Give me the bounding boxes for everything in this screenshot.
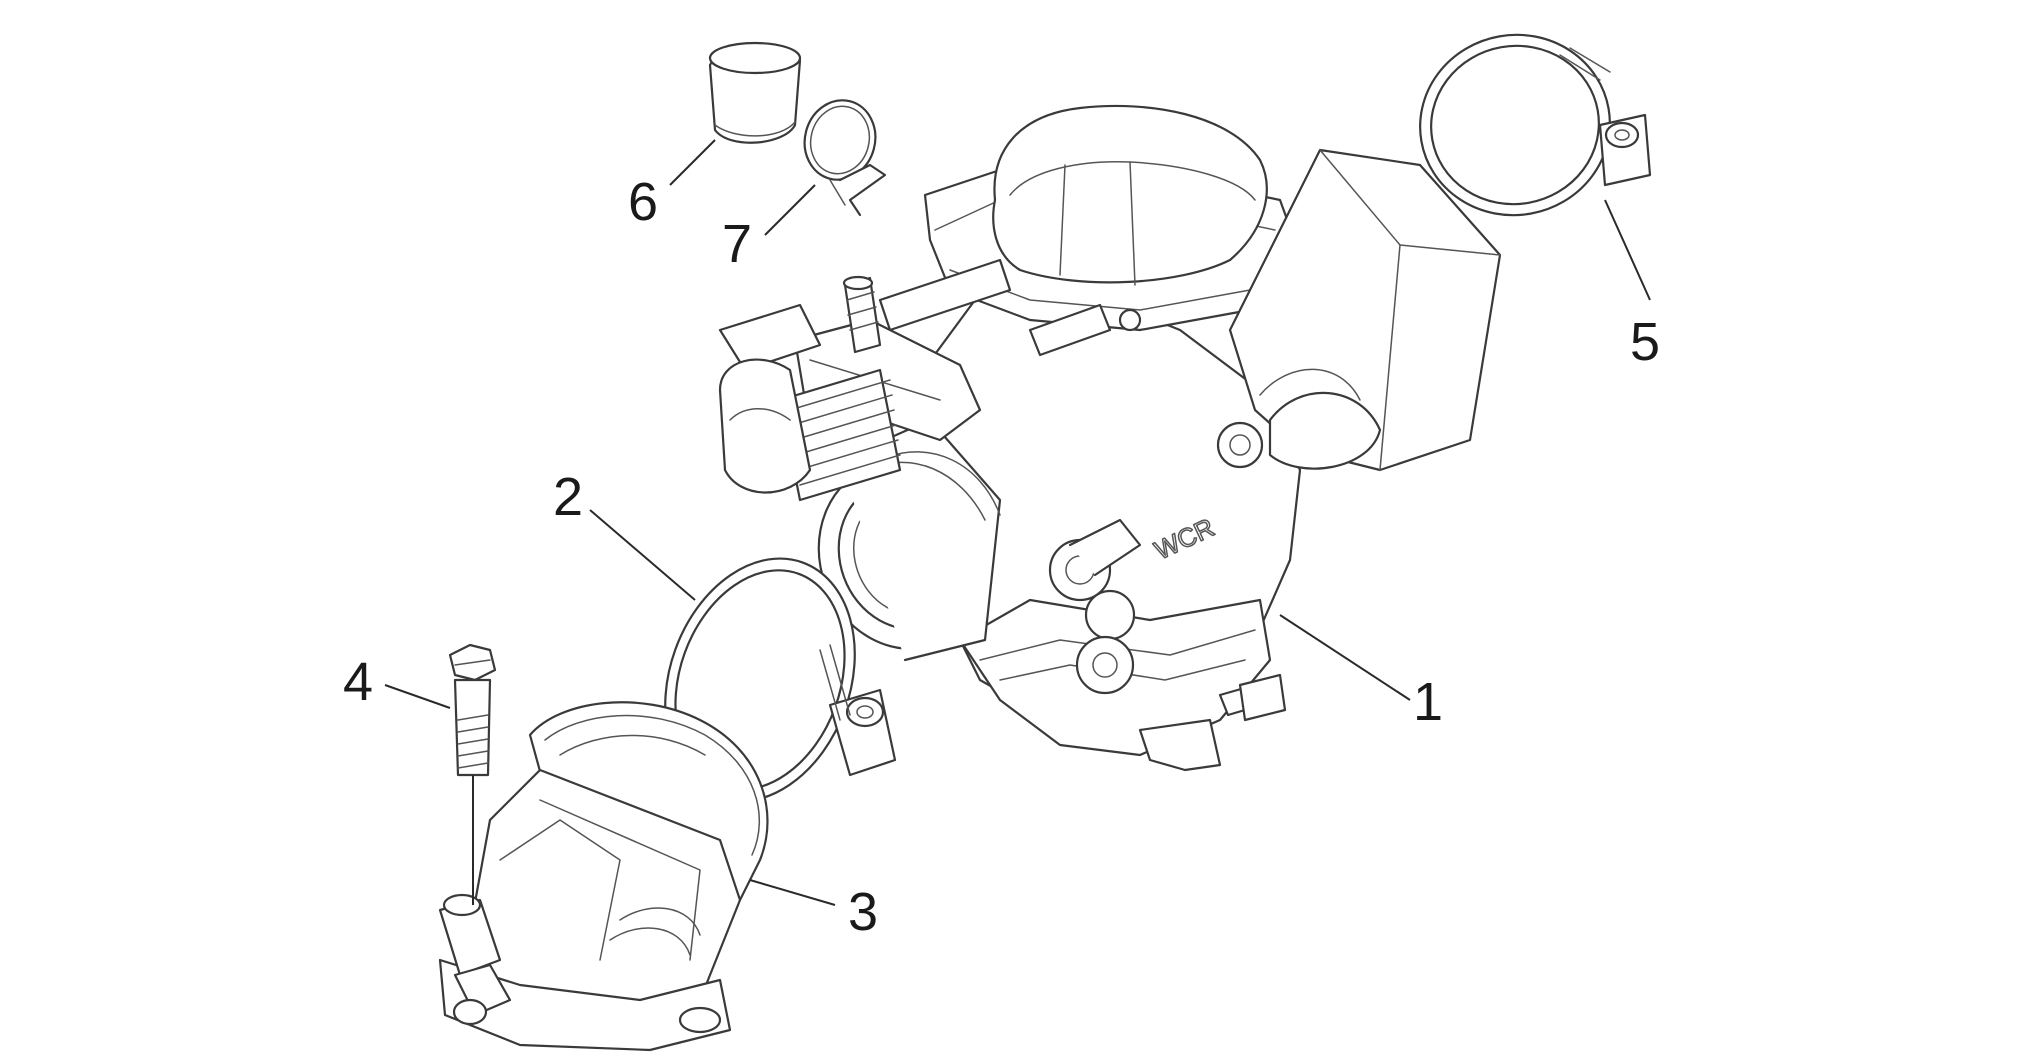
callout-6: 6 bbox=[628, 172, 658, 232]
callout-7: 7 bbox=[722, 214, 752, 274]
part-7-spring-clip bbox=[803, 99, 887, 217]
part-1-carburetor: WCR bbox=[718, 104, 1502, 772]
leader-4 bbox=[384, 684, 451, 709]
callout-3: 3 bbox=[848, 882, 878, 942]
part-6-sleeve bbox=[708, 41, 802, 144]
leader-lines bbox=[384, 139, 1651, 906]
callout-1: 1 bbox=[1413, 672, 1443, 732]
leader-6 bbox=[669, 139, 716, 186]
leader-2 bbox=[589, 509, 696, 601]
callout-5: 5 bbox=[1630, 312, 1660, 372]
callout-4: 4 bbox=[343, 652, 373, 712]
part-4-bolt bbox=[448, 643, 497, 905]
leader-7 bbox=[764, 184, 816, 236]
part-3-intake-manifold bbox=[438, 701, 769, 1052]
leader-1 bbox=[1279, 614, 1411, 701]
part-5-hose-clamp bbox=[1419, 33, 1652, 217]
callout-2: 2 bbox=[553, 467, 583, 527]
leader-5 bbox=[1604, 199, 1651, 301]
leader-3 bbox=[749, 879, 836, 906]
callout-numbers: 1 2 3 4 5 6 7 bbox=[343, 172, 1660, 942]
